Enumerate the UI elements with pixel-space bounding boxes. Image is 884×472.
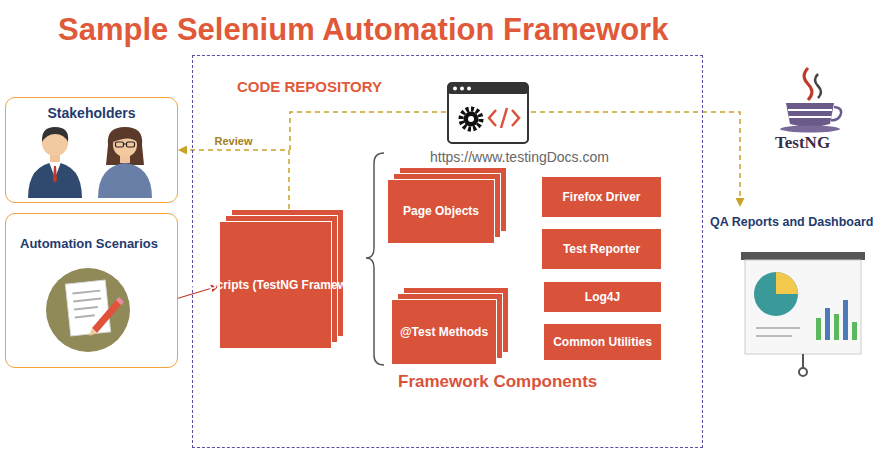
scenario-illustration (46, 268, 130, 352)
component-box: Common Utilities (544, 324, 661, 360)
script-stack: Test Scripts (TestNG Framework) (219, 209, 344, 349)
component-box: Log4J (544, 282, 661, 312)
test-method-stack: @Test Methods (391, 287, 509, 365)
box-label: Page Objects (403, 204, 479, 219)
page-front: Test Scripts (TestNG Framework) (219, 221, 332, 349)
box-label: Test Scripts (TestNG Framework) (181, 278, 369, 293)
people-illustration (28, 127, 152, 198)
testng-logo (780, 68, 841, 133)
page-front: @Test Methods (391, 299, 497, 365)
output-label: QA Reports and Dashboard (710, 215, 873, 229)
brace (366, 153, 384, 365)
connector (178, 150, 289, 209)
edge-label: Review (213, 135, 255, 147)
group-caption: Framework Components (398, 372, 597, 392)
diagram-title: Sample Selenium Automation Framework (58, 12, 668, 48)
box-label: @Test Methods (400, 325, 488, 340)
node-heading: CODE REPOSITORY (237, 78, 702, 95)
logo-text: TestNG (775, 133, 830, 153)
box-label: Firefox Driver (562, 190, 640, 205)
box-label: Log4J (585, 290, 620, 305)
stakeholder-panel: Stakeholders (5, 97, 178, 203)
watermark: https://www.testingDocs.com (430, 149, 609, 165)
component-box: Firefox Driver (542, 177, 661, 217)
node-heading: Automation Scenarios (20, 236, 177, 251)
scenario-panel: Automation Scenarios (5, 213, 178, 368)
page-object-stack: Page Objects (387, 167, 507, 244)
box-label: Common Utilities (553, 335, 652, 350)
component-box: Test Reporter (542, 229, 661, 269)
page-front: Page Objects (387, 179, 495, 244)
node-heading: Stakeholders (6, 105, 177, 121)
code-icon (448, 83, 528, 143)
box-label: Test Reporter (563, 242, 640, 257)
dashboard-illustration (741, 252, 865, 376)
